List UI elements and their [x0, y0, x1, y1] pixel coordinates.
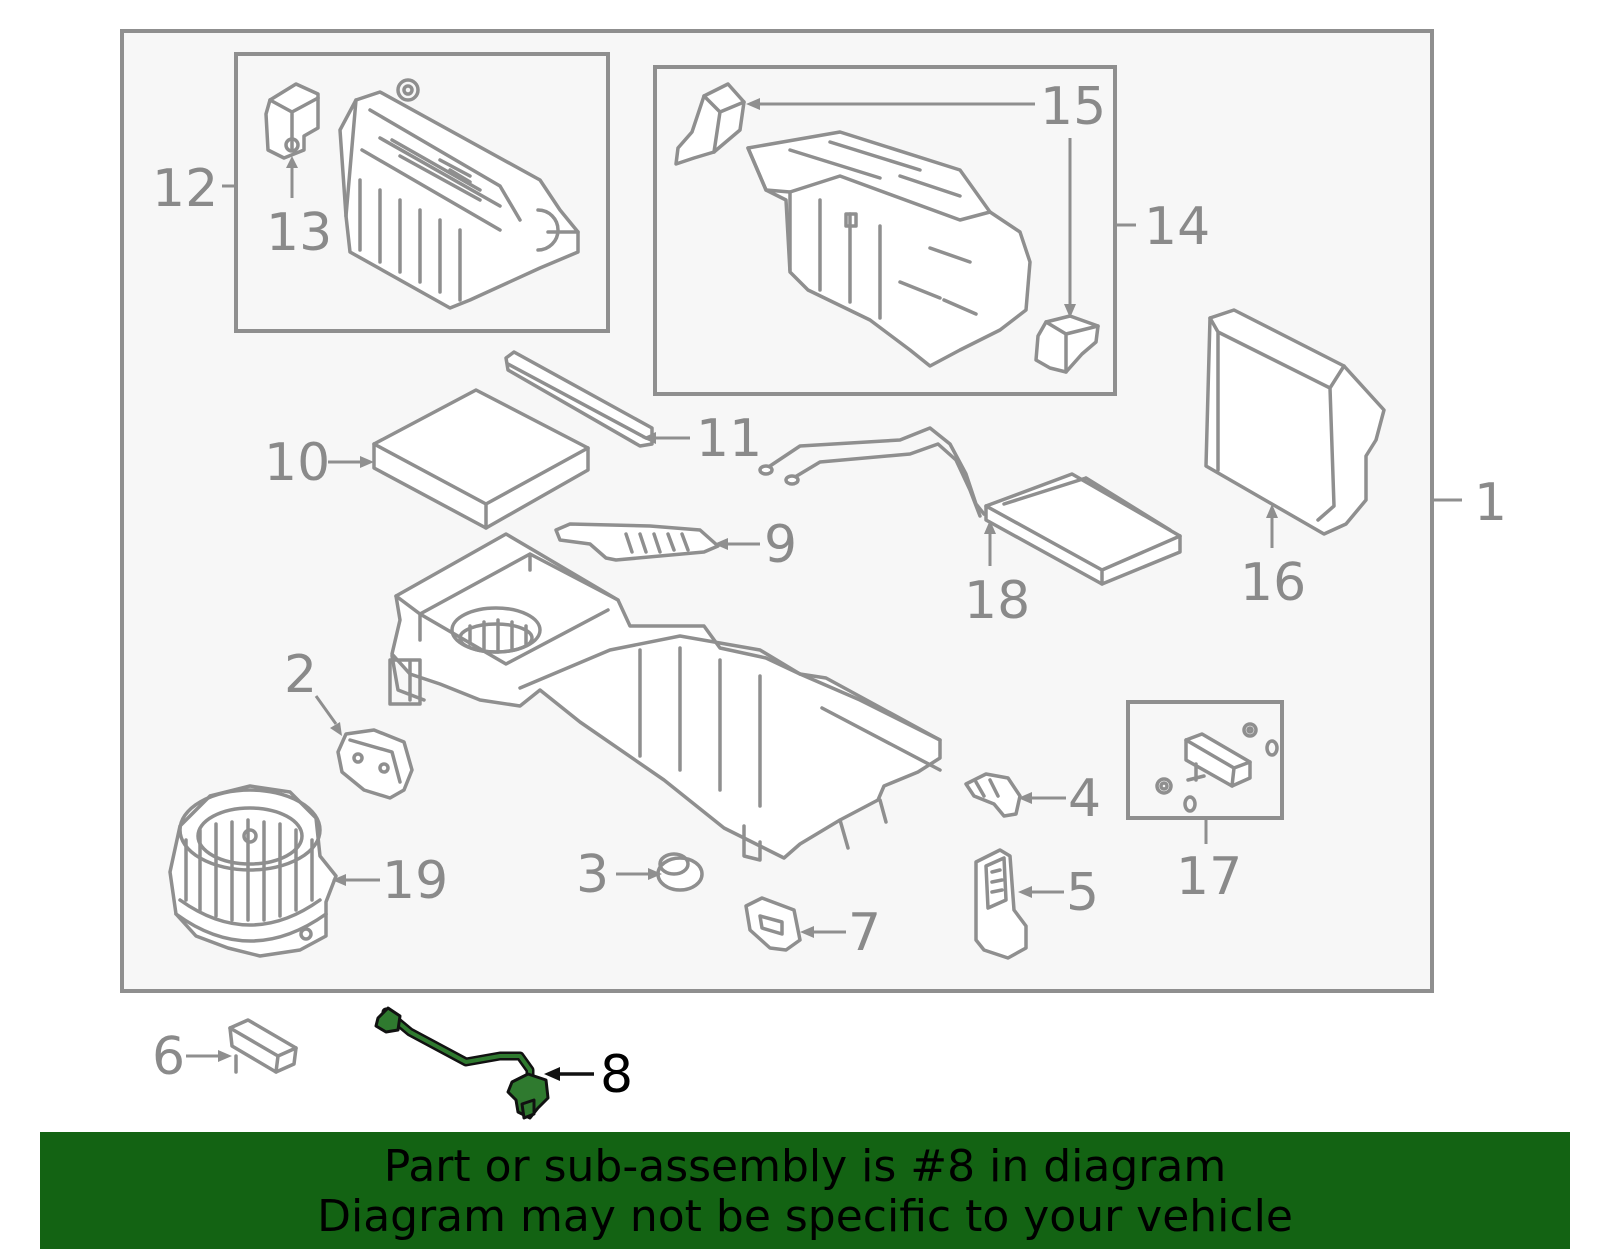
callout-5: 5: [1066, 863, 1099, 923]
part-17-valve-kit: [1155, 722, 1279, 813]
part-18-heater-core: [758, 426, 1182, 586]
callout-11: 11: [696, 409, 762, 469]
callout-6: 6: [152, 1027, 185, 1087]
callout-19: 19: [382, 851, 448, 911]
part-2-gasket: [336, 728, 414, 800]
banner-line-1: Part or sub-assembly is #8 in diagram: [383, 1141, 1227, 1192]
callout-7: 7: [848, 903, 881, 963]
part-10-filter: [372, 388, 590, 530]
callout-2: 2: [284, 645, 317, 705]
part-4-bracket: [964, 772, 1022, 818]
callout-10: 10: [264, 433, 330, 493]
callout-12: 12: [152, 159, 218, 219]
callout-3: 3: [576, 845, 609, 905]
part-8-wire-harness: [374, 1006, 550, 1120]
part-19-blower-motor: [168, 784, 338, 958]
callout-4: 4: [1068, 769, 1101, 829]
part-9-duct: [554, 522, 720, 562]
part-14-housing: [746, 130, 1032, 368]
banner-line-2: Diagram may not be specific to your vehi…: [317, 1191, 1293, 1242]
part-15-actuator-lower: [1034, 314, 1100, 374]
part-5-duct: [974, 848, 1028, 960]
callout-15: 15: [1040, 77, 1106, 137]
info-banner: Part or sub-assembly is #8 in diagram Di…: [40, 1132, 1570, 1249]
part-12-housing: [338, 78, 580, 310]
part-11-strip: [504, 350, 654, 448]
callout-16: 16: [1240, 553, 1306, 613]
callout-18: 18: [964, 571, 1030, 631]
callout-14: 14: [1144, 197, 1210, 257]
callout-9: 9: [764, 515, 797, 575]
part-15-actuator-upper: [674, 82, 746, 166]
callout-17: 17: [1176, 847, 1242, 907]
part-16-evaporator: [1204, 308, 1386, 536]
part-6-sensor: [228, 1018, 298, 1074]
callout-13: 13: [266, 203, 332, 263]
main-hvac-housing: [388, 532, 942, 862]
part-13-actuator: [264, 82, 320, 160]
callout-1: 1: [1474, 473, 1507, 533]
callout-8: 8: [600, 1045, 633, 1105]
part-7-seal: [744, 896, 802, 952]
leader-2: [314, 695, 338, 725]
